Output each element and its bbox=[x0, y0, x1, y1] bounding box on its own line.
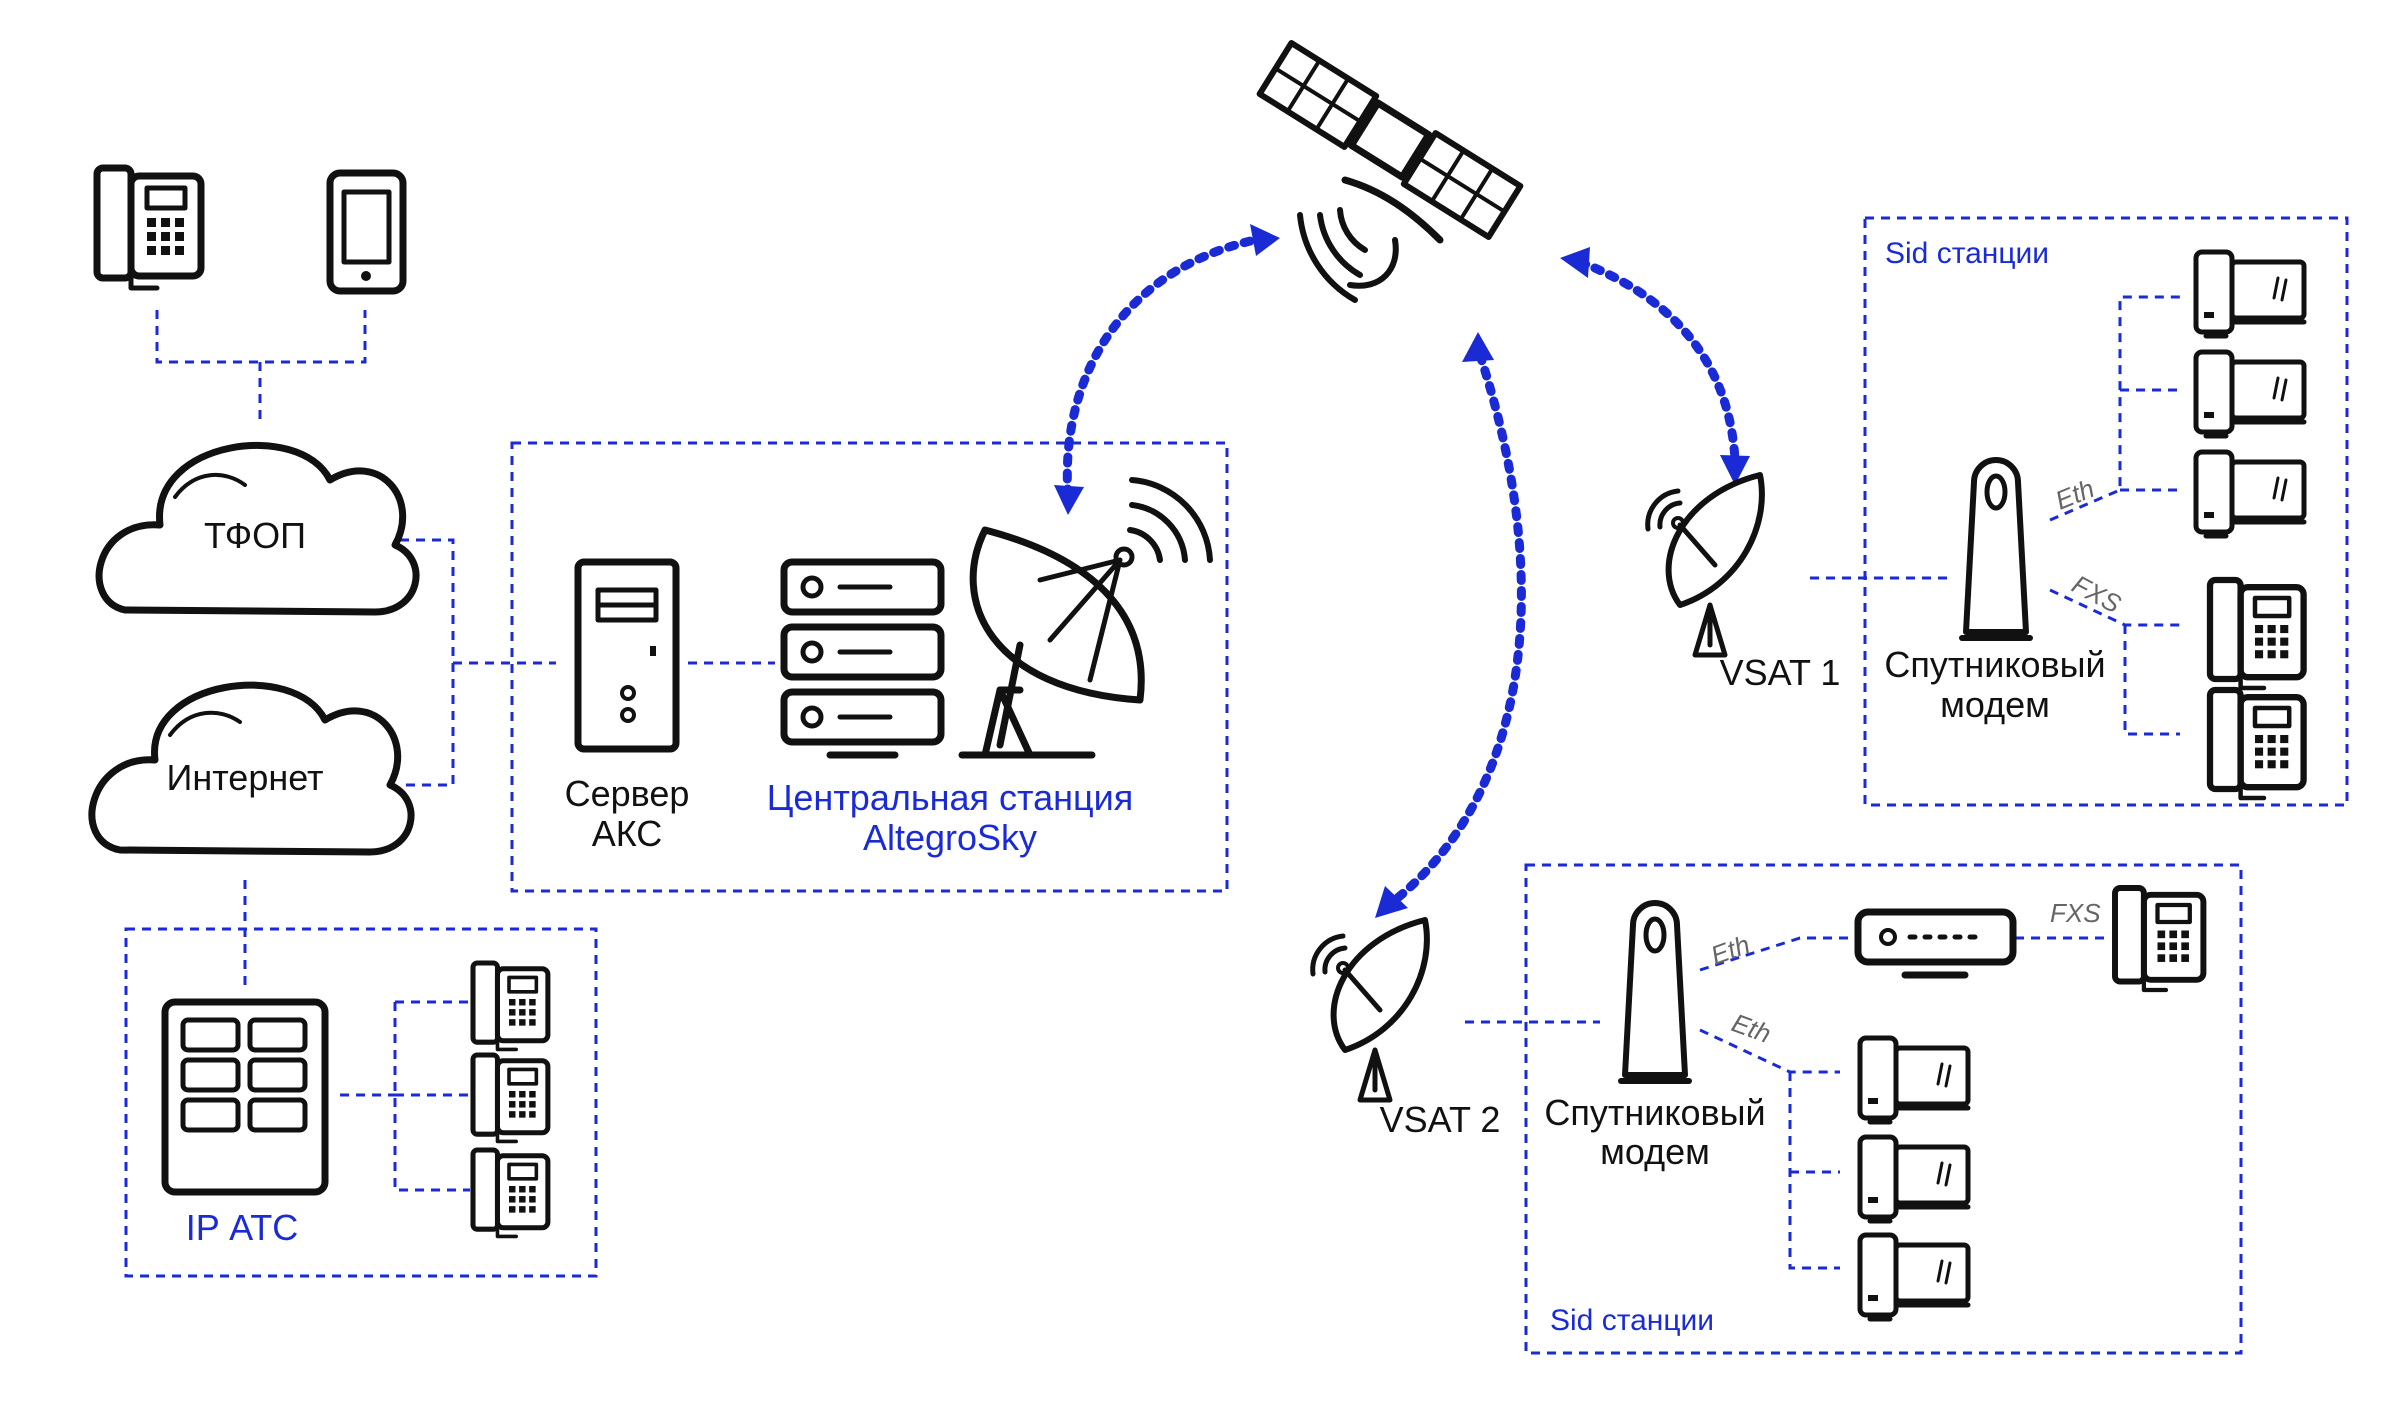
ip-phone-icon bbox=[2210, 690, 2304, 798]
ip-phone-icon bbox=[473, 963, 548, 1049]
connection-lines bbox=[155, 295, 2180, 1270]
server-tower-icon bbox=[574, 558, 680, 753]
fxs-label: FXS bbox=[2050, 898, 2101, 928]
vsat-antenna-icon bbox=[1648, 475, 1762, 655]
server-label-line2: АКС bbox=[592, 813, 663, 854]
satellite-links bbox=[1054, 224, 1750, 918]
internet-label: Интернет bbox=[166, 757, 323, 798]
eth-label: Eth bbox=[1728, 1007, 1775, 1049]
modem2-label-line2: модем bbox=[1600, 1131, 1710, 1172]
router-icon bbox=[1854, 908, 2017, 979]
vsat1-label: VSAT 1 bbox=[1720, 652, 1841, 693]
satellite-icon bbox=[1256, 40, 1524, 303]
server-label-line1: Сервер bbox=[565, 773, 690, 814]
ip-phone-icon bbox=[2115, 888, 2203, 990]
central-station-label-line1: Центральная станция bbox=[767, 777, 1133, 818]
computer-icon bbox=[2196, 352, 2304, 436]
modem1-label-line1: Спутниковый bbox=[1884, 644, 2105, 685]
computer-icon bbox=[1860, 1038, 1968, 1122]
smartphone-icon bbox=[326, 169, 407, 295]
modem2-label-line1: Спутниковый bbox=[1544, 1092, 1765, 1133]
vsat-antenna-icon bbox=[1313, 920, 1427, 1100]
ip-pbx-label: IP АТС bbox=[186, 1207, 299, 1248]
pstn-label: ТФОП bbox=[204, 515, 306, 556]
sid-station-group-2 bbox=[1524, 863, 2243, 1355]
ip-phone-icon bbox=[473, 1055, 548, 1141]
modem-icon bbox=[1962, 460, 2030, 638]
vsat2-label: VSAT 2 bbox=[1380, 1099, 1501, 1140]
sid-station-label-1: Sid станции bbox=[1885, 237, 2049, 270]
ip-phone-icon bbox=[473, 1150, 548, 1236]
central-station-label-line2: AltegroSky bbox=[863, 817, 1037, 858]
eth-label: Eth bbox=[2051, 473, 2098, 515]
computer-icon bbox=[1860, 1137, 1968, 1221]
cloud-icon bbox=[95, 441, 420, 616]
sid-station-label-2: Sid станции bbox=[1550, 1304, 1714, 1337]
satellite-dish-icon bbox=[958, 477, 1213, 759]
modem1-label-line2: модем bbox=[1940, 684, 2050, 725]
sid-station-group-1 bbox=[1863, 216, 2349, 807]
computer-icon bbox=[1860, 1235, 1968, 1319]
desk-phone-icon bbox=[97, 168, 201, 288]
computer-icon bbox=[2196, 252, 2304, 336]
eth-label: Eth bbox=[1707, 929, 1754, 971]
central-station-group bbox=[510, 441, 1229, 893]
ip-phone-icon bbox=[2210, 580, 2304, 688]
rack-server-icon bbox=[780, 558, 945, 759]
computer-icon bbox=[2196, 452, 2304, 536]
cloud-icon bbox=[88, 681, 415, 856]
pbx-icon bbox=[161, 998, 329, 1196]
ip-pbx-group bbox=[124, 927, 598, 1278]
modem-icon bbox=[1621, 903, 1689, 1081]
